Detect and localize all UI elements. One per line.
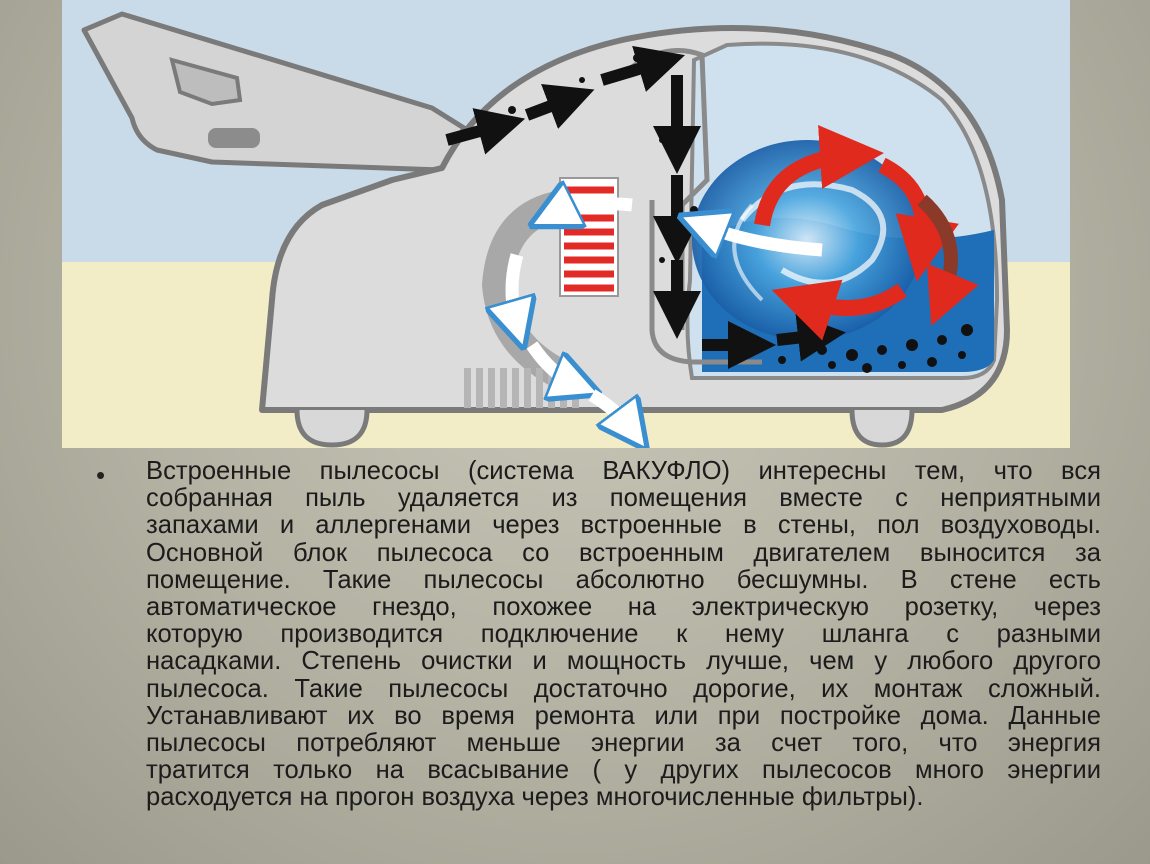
text-line: автоматическое гнездо, похожее на электр… xyxy=(146,593,1101,621)
handle-grip xyxy=(169,57,243,107)
text-line: расходуется на прогон воздуха через мног… xyxy=(146,783,924,812)
vacuum-illustration xyxy=(62,0,1070,448)
text-line: Устанавливают их во время ремонта или пр… xyxy=(146,701,1101,730)
text-line: собранная пыль удаляется из помещения вм… xyxy=(146,484,1101,513)
text-line: тратится только на всасывание ( у других… xyxy=(146,756,1101,785)
vacuum-handle xyxy=(81,11,467,173)
filter-icon xyxy=(559,177,619,297)
text-line: насадками. Степень очистки и мощность лу… xyxy=(146,647,1101,676)
wheel-right xyxy=(849,409,915,448)
text-line: пылесоса. Такие пылесосы достаточно доро… xyxy=(146,674,1101,703)
bullet-marker: • xyxy=(96,460,106,490)
text-line: помещение. Такие пылесосы абсолютно бесш… xyxy=(146,565,1101,594)
text-line: Основной блок пылесоса со встроенным дви… xyxy=(146,538,1101,567)
text-line: которую производится подключение к нему … xyxy=(146,620,1101,649)
water-vortex-icon xyxy=(692,140,922,340)
inner-duct xyxy=(649,200,762,365)
text-line: Встроенные пылесосы (система ВАКУФЛО) ин… xyxy=(146,457,1101,485)
wheel-left xyxy=(294,409,370,448)
text-line: пылесосы потребляют меньше энергии за сч… xyxy=(146,729,1101,757)
dirt-particles xyxy=(508,54,973,373)
text-line: запахами и аллергенами через встроенные … xyxy=(146,511,1101,540)
handle-button xyxy=(208,128,260,148)
